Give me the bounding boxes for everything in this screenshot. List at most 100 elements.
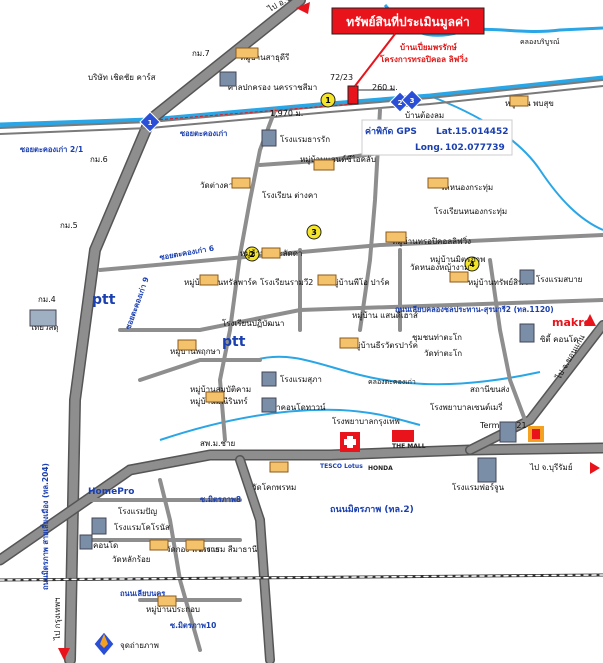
km7: กม.7 [192,49,210,58]
place-makro: makro [552,316,592,329]
place-moo-pruksa: หมู่บ้านพฤกษา [170,347,220,357]
place-tesco: TESCO Lotus [320,463,363,470]
place-ptt-2: ptt [222,334,246,350]
place-wat-tatako: วัดท่าตะโก [424,348,462,358]
place-moo-phomsuk: หมู่บ้าน พบสุข [505,99,554,109]
place-wat-nongkhaoyai: วัดหนองหญ้างาม [410,263,469,272]
place-sor-sai: สพ.ม.ชาย [200,439,235,448]
place-hotel-sima: โรงแรม สีมาธานี [198,544,258,554]
fire-station-icon [528,426,544,442]
road-label-mittraphap: ถนนมิตรภาพ (ทล.2) [330,504,414,515]
place-hotel-forchun: โรงแรมฟอร์จูน [452,482,505,493]
gps-box: ค่าพิกัด GPS Lat. 15.014452 Long. 102.07… [361,119,513,156]
road-label-bangkok: ไป กรุงเทพฯ [53,598,62,641]
place-moo-pradap: หมู่บ้านประกอบ [146,605,200,615]
place-hotel-mongkol: โรงแรมโคโรนัส [114,522,170,532]
direction-arrows [58,2,600,660]
road-label-sailiang: ถนนมิตรภาพ สายเลี่ยงเมือง (ทล.204) [39,463,50,590]
place-thai-watsadu: ไทยวัสดุ [29,323,59,332]
gps-long-label: Long. [415,143,443,153]
place-amata-hotel: โรงแรมธารรัก [280,134,330,144]
hospital-icon [340,432,360,452]
photo-point-4: 4 [469,260,475,269]
canal-east [429,95,603,231]
road-label-boriboon: คลองบริบูรณ์ [520,38,560,46]
place-school-tangka: โรงเรียน ต่างคา [262,190,318,200]
photo-point-3: 3 [311,228,317,237]
place-rong-chumchon: ชุมชนท่าตะโก [412,332,462,342]
place-rom-hospital: โรงพยาบาลเซนต์เมรี่ [430,401,503,412]
svg-text:2: 2 [398,99,403,107]
distance-1970: 1,970 ม. [270,109,303,118]
legend-camera-label: จุดถ่ายภาพ [120,641,159,650]
road-label-chorakae-2-1: ซอยตะคองเก่า 2/1 [20,145,83,154]
photo-points: 1 2 3 4 [244,92,480,272]
place-moo-park: หมู่บ้านพีโอ ปาร์ค [328,277,390,288]
road-label-chorakae9: ซอยตะคองเก่า 9 [123,276,150,331]
place-jetthavee: บริษัท เชิดชัย คาร์ส [88,72,156,82]
place-hotel-bi: โรงแรมปัญ [118,506,157,516]
place-school-nongkratum: โรงเรียนหนองกระทุ่ม [434,206,507,216]
svg-text:1: 1 [148,119,153,127]
road-label-khlong: คลองตะคองเก่า [368,378,416,386]
place-wat-nongkratum: วัดหนองกระทุ่ม [440,183,493,192]
place-govt-office: ศาลปกครอง นครราชสีมา [228,83,317,92]
distance-line [154,103,356,121]
place-kornburi: สีมาคอนโดทาวน์ [266,402,326,412]
gps-heading: ค่าพิกัด GPS [365,126,417,137]
road-label-canal: ถนนเลียบคลองชลประทาน-สุรนารี2 (ทล.1120) [395,305,554,314]
place-rongrienram: โรงเรียนรามวี2 [260,277,313,287]
place-hotel-sala: โรงแรมสุภา [280,374,322,384]
place-sathanee: สถานีขนส่ง [470,385,510,394]
photo-point-2: 2 [249,250,255,259]
km4: กม.4 [38,295,56,304]
road-label-mitraphap8: ซ.มิตรภาพ8 [200,495,241,504]
place-city-condo: ซิตี้ คอนโด [540,333,578,344]
place-moo-kantasak: หมู่บ้านธีรวัตรปาร์ค [350,340,418,351]
place-wat-tangka: วัดต่างคา [200,181,233,190]
place-sainimit: หมู่บ้านแลนด์ซีไอคลับ [300,154,376,165]
canal-south [159,408,421,441]
road-label-buriram: ไป จ.บุรีรัมย์ [529,462,573,472]
place-moo-sathaporn: หมู่บ้านสาธุดีรี [240,53,290,63]
the-mall-icon [392,430,414,442]
lot-label: 72/23 [330,73,353,82]
place-homepro: HomePro [88,487,134,497]
place-ptt-1: ptt [92,292,116,308]
canal-khlong-chorakae [254,355,541,386]
svg-text:3: 3 [410,97,415,105]
place-moo-sanphet: หมู่บ้าน แสนดีเฮาส์ [352,310,418,321]
place-moo-khaolak: หมู่บ้านทรัพย์สิน4 [468,277,529,288]
subject-marker [347,85,395,105]
place-ri-condo: วี คอนโด [85,540,118,550]
photo-point-1: 1 [325,96,331,105]
gps-lat: 15.014452 [455,127,509,137]
legend: จุดถ่ายภาพ [93,631,159,657]
distance-260: 260 ม. [372,83,398,92]
place-hospital-krungthep: โรงพยาบาลกรุงเทพ [332,416,400,426]
gps-lat-label: Lat. [436,127,456,137]
place-moo-saengmanee: หมู่บ้านสมบัติคาม [190,385,251,395]
km6: กม.6 [90,155,108,164]
project-name-2: โครงการทรอปิคอล ลิฟวิ่ง [379,53,468,64]
title-text: ทรัพย์สินที่ประเมินมูลค่า [346,13,470,30]
place-moo-sathorn: หมู่บ้านมิตรภาพ [430,255,485,265]
place-hotel-sabai: โรงแรมสบาย [536,274,582,284]
road-label-soi-chorakae: ซอยตะคองเก่า [180,129,227,138]
place-moo-tropical: หมู่บ้านทรอปิคอลลิฟวิ่ง [392,235,471,247]
road-label-mitraphap10: ซ.มิตรภาพ10 [170,621,216,630]
house-icons [149,47,529,607]
place-wat-khokphon: วัดโคกพรหม [252,482,296,492]
gps-long: 102.077739 [445,143,505,153]
place-wat-rongrian: วัดหลักร้อย [112,555,151,564]
place-school-pitsanu: โรงเรียนปฏิบัฒนา [222,318,284,328]
place-ban-tonglum: บ้านต้องลม [405,111,444,120]
camera-markers: 1 2 3 [139,89,423,133]
building-icons [29,71,535,550]
place-honda: HONDA [368,465,393,472]
place-moo-chanfuang: หมู่บ้านเซ็นทรัลพาร์ค [184,277,257,288]
place-the-mall: THE MALL [392,443,426,450]
road-label-railway: ถนนเลียบนคร [120,589,166,598]
project-name-1: บ้านเปี่ยมพรรักษ์ [400,41,458,52]
